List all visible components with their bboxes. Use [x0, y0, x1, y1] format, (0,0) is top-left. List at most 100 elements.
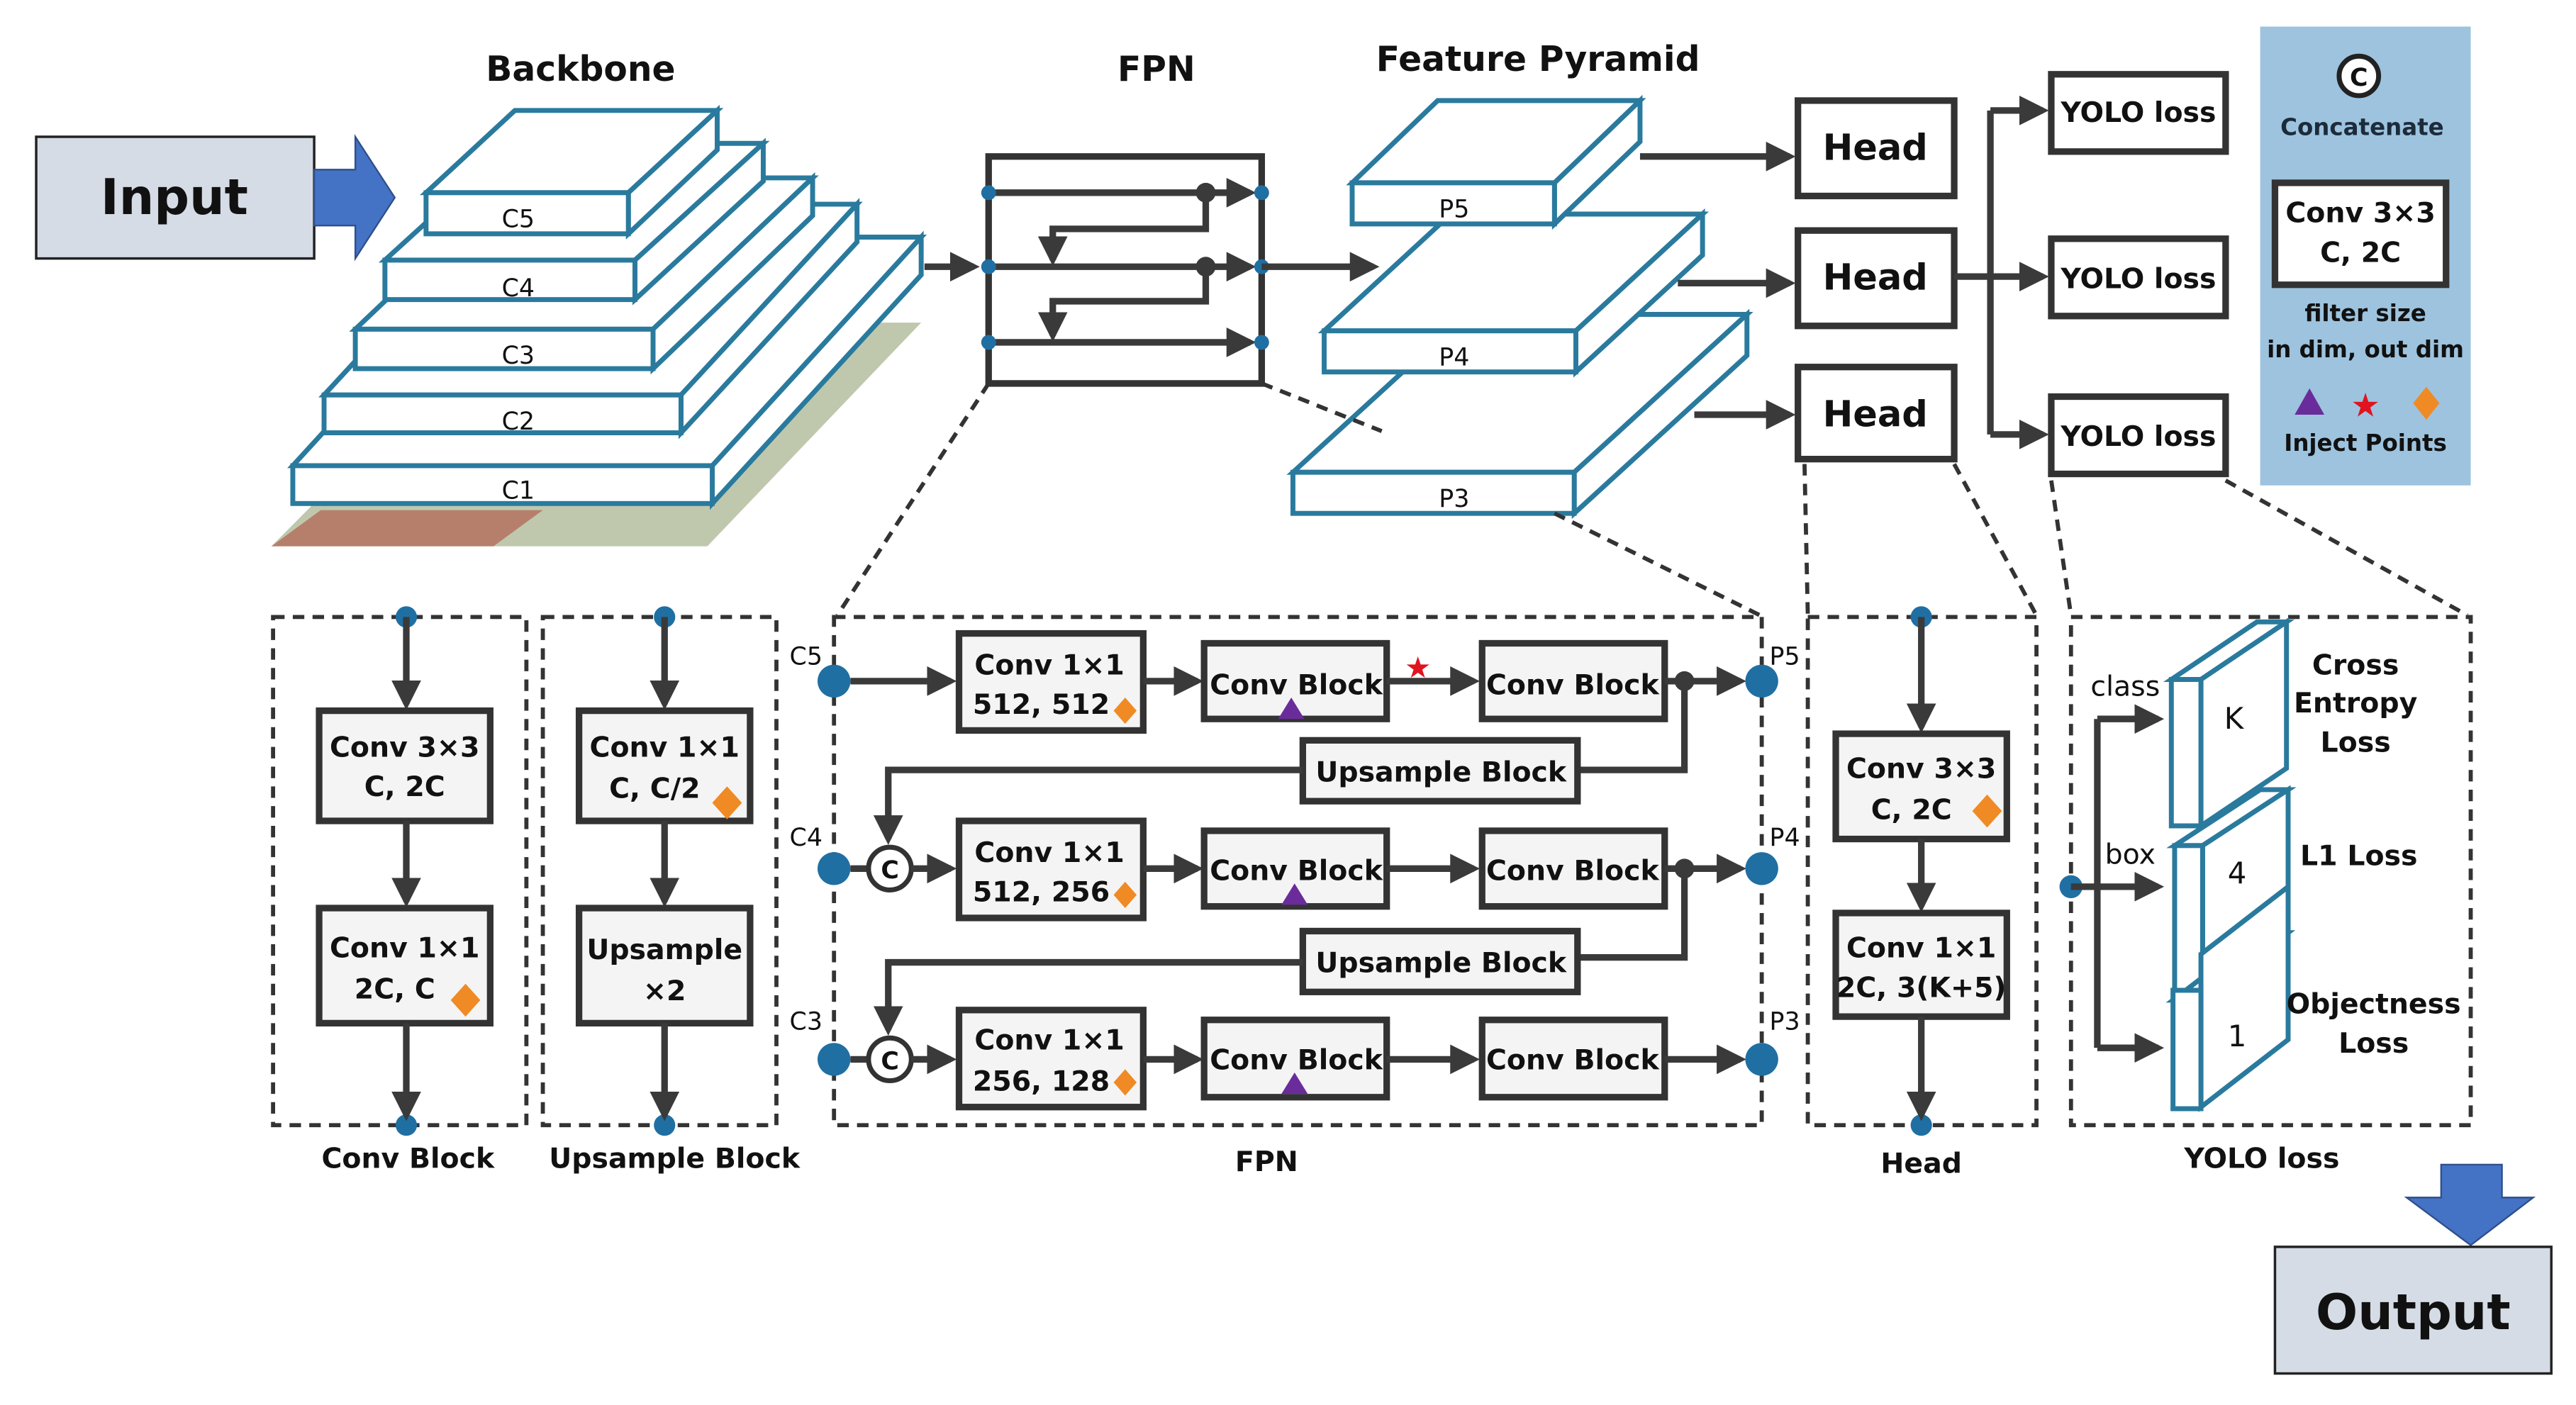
upsample-block-title: Upsample Block: [549, 1143, 801, 1175]
svg-text:Conv 1×1: Conv 1×1: [330, 932, 479, 965]
svg-text:512, 512: 512, 512: [973, 688, 1110, 721]
svg-text:Head: Head: [1823, 127, 1928, 169]
svg-text:C, C/2: C, C/2: [609, 773, 700, 805]
backbone-c3: C3: [502, 342, 535, 370]
svg-text:4: 4: [2228, 856, 2247, 890]
backbone-title: Backbone: [486, 50, 675, 89]
input-label: Input: [101, 169, 248, 226]
svg-text:C: C: [2350, 64, 2368, 92]
svg-text:1: 1: [2228, 1019, 2247, 1053]
head-3: Head: [1795, 364, 1958, 463]
feature-pyramid-title: Feature Pyramid: [1376, 40, 1700, 79]
output-arrow-icon: [2404, 1163, 2536, 1247]
svg-text:C5: C5: [790, 643, 823, 671]
svg-text:Upsample Block: Upsample Block: [1315, 756, 1567, 788]
conv-block-detail: Conv 3×3 C, 2C Conv 1×1 2C, C Conv Block: [271, 606, 529, 1175]
svg-text:Conv Block: Conv Block: [1486, 855, 1660, 888]
yolo-loss-detail: class box K 4 1 Cross Entropy Loss L1 Lo…: [2059, 615, 2473, 1175]
legend-inject-label: Inject Points: [2284, 430, 2447, 457]
svg-text:YOLO loss: YOLO loss: [2060, 96, 2216, 129]
pyramid-p5: P5: [1439, 196, 1469, 224]
svg-text:Loss: Loss: [2338, 1027, 2409, 1060]
input-arrow-icon: [313, 134, 396, 262]
svg-text:Conv 1×1: Conv 1×1: [1846, 932, 1996, 965]
fpn-detail: C5 C4 C3 P5 P4 P3 Conv 1×1 512, 512 Conv…: [790, 615, 1800, 1178]
output-label: Output: [2316, 1284, 2511, 1341]
legend-concat-label: Concatenate: [2280, 114, 2444, 141]
svg-text:class: class: [2090, 671, 2160, 703]
svg-text:Upsample: Upsample: [586, 934, 742, 966]
yolo-detail-title: YOLO loss: [2183, 1143, 2339, 1175]
svg-text:in dim, out dim: in dim, out dim: [2267, 336, 2464, 363]
svg-text:Cross: Cross: [2312, 649, 2399, 682]
diamond-icon: [450, 983, 481, 1017]
svg-text:C: C: [881, 1047, 899, 1075]
svg-text:Objectness: Objectness: [2287, 987, 2461, 1020]
head-2: Head: [1795, 227, 1958, 330]
svg-text:Conv 1×1: Conv 1×1: [974, 649, 1124, 682]
upsample-block-detail: Conv 1×1 C, C/2 Upsample ×2 Upsample Blo…: [540, 606, 801, 1175]
svg-text:★: ★: [1405, 650, 1431, 685]
svg-text:Conv 3×3: Conv 3×3: [330, 732, 479, 764]
svg-text:C: C: [881, 856, 899, 885]
svg-text:C4: C4: [790, 824, 823, 852]
head-1: Head: [1795, 97, 1958, 200]
svg-text:Head: Head: [1823, 393, 1928, 435]
svg-text:K: K: [2224, 701, 2245, 736]
svg-text:Conv 1×1: Conv 1×1: [590, 732, 740, 764]
svg-text:Conv 3×3: Conv 3×3: [1846, 753, 1996, 785]
output-node: Output: [2273, 1246, 2553, 1375]
svg-text:filter size: filter size: [2304, 300, 2426, 327]
svg-text:C, 2C: C, 2C: [1871, 794, 1952, 827]
head-detail-title: Head: [1880, 1147, 1962, 1180]
pyramid-p3: P3: [1439, 485, 1469, 513]
backbone-c2: C2: [502, 408, 535, 436]
svg-text:C, 2C: C, 2C: [2320, 236, 2401, 269]
fpn-mini: [981, 153, 1269, 387]
pyramid-p4: P4: [1439, 343, 1469, 371]
fpn-title: FPN: [1117, 50, 1195, 89]
svg-text:Head: Head: [1823, 257, 1928, 299]
svg-text:2C, C: 2C, C: [355, 973, 435, 1006]
svg-text:256, 128: 256, 128: [973, 1065, 1110, 1098]
svg-text:Conv 1×1: Conv 1×1: [974, 1024, 1124, 1057]
svg-text:P4: P4: [1770, 824, 1800, 852]
legend: C Concatenate Conv 3×3 C, 2C filter size…: [2260, 26, 2471, 486]
svg-text:YOLO loss: YOLO loss: [2060, 262, 2216, 295]
svg-text:Conv Block: Conv Block: [1210, 668, 1383, 701]
svg-text:512, 256: 512, 256: [973, 876, 1110, 909]
svg-text:Conv Block: Conv Block: [1210, 1043, 1383, 1076]
backbone-c4: C4: [502, 274, 535, 303]
svg-text:box: box: [2105, 838, 2156, 871]
head-detail: Conv 3×3 C, 2C Conv 1×1 2C, 3(K+5) Head: [1805, 606, 2039, 1180]
svg-text:Conv Block: Conv Block: [1210, 855, 1383, 888]
yolo-loss-3: YOLO loss: [2048, 393, 2229, 478]
conv-block-title: Conv Block: [321, 1143, 495, 1175]
svg-text:Entropy: Entropy: [2294, 687, 2417, 720]
svg-text:Loss: Loss: [2321, 727, 2391, 759]
diamond-icon: [2413, 386, 2440, 420]
star-icon: ★: [2351, 386, 2380, 424]
yolo-loss-1: YOLO loss: [2048, 71, 2229, 155]
svg-text:P5: P5: [1770, 643, 1800, 671]
svg-text:2C, 3(K+5): 2C, 3(K+5): [1836, 971, 2007, 1004]
backbone-stack: C5 C4 C3 C2 C1: [271, 104, 927, 547]
feature-pyramid-stack: P5 P4 P3: [1286, 94, 1753, 520]
triangle-icon: [2295, 388, 2325, 415]
svg-text:C, 2C: C, 2C: [364, 771, 445, 803]
input-node: Input: [35, 135, 316, 260]
concat-icon: [2336, 53, 2382, 99]
backbone-c5: C5: [502, 206, 535, 234]
svg-text:C3: C3: [790, 1008, 823, 1036]
svg-text:L1 Loss: L1 Loss: [2300, 840, 2417, 873]
svg-text:×2: ×2: [643, 975, 686, 1007]
svg-text:P3: P3: [1770, 1008, 1800, 1036]
svg-text:YOLO loss: YOLO loss: [2060, 420, 2216, 453]
svg-text:Upsample Block: Upsample Block: [1315, 946, 1567, 979]
svg-text:Conv Block: Conv Block: [1486, 1043, 1660, 1076]
svg-text:Conv 1×1: Conv 1×1: [974, 836, 1124, 869]
backbone-c1: C1: [502, 476, 535, 505]
svg-text:Conv 3×3: Conv 3×3: [2285, 197, 2435, 230]
yolo-loss-2: YOLO loss: [2048, 235, 2229, 320]
